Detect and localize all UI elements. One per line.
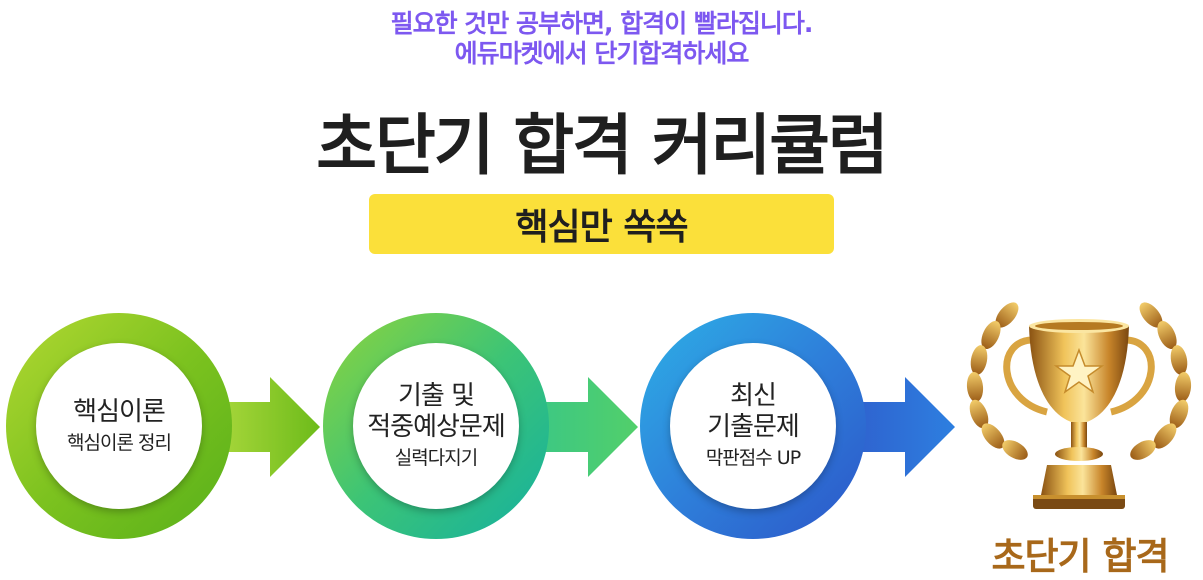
step-1-content: 핵심이론 핵심이론 정리 [36,343,202,509]
arrow-right-icon [857,377,955,477]
result-label: 초단기 합격 [991,535,1169,578]
step-2-title-line-2: 적중예상문제 [367,412,506,442]
step-3-subtitle: 막판점수 UP [705,447,801,469]
step-1-title: 핵심이론 [73,396,166,427]
subtitle-line-1: 필요한 것만 공부하면, 합격이 빨라집니다. [390,9,814,38]
step-1-circle: 핵심이론 핵심이론 정리 [6,313,232,539]
step-3-circle: 최신 기출문제 막판점수 UP [640,313,866,539]
highlight-text: 핵심만 쏙쏙 [515,207,688,248]
trophy-icon [966,302,1192,509]
step-2-circle: 기출 및 적중예상문제 실력다지기 [323,313,549,539]
step-2-title-line-1: 기출 및 [397,381,475,411]
subtitle-line-2: 에듀마켓에서 단기합격하세요 [454,39,750,68]
step-3-content: 최신 기출문제 막판점수 UP [670,343,836,509]
step-2-subtitle: 실력다지기 [394,447,478,469]
step-3-title-line-2: 기출문제 [707,412,800,442]
step-3-title-line-1: 최신 [730,381,777,411]
step-1-subtitle: 핵심이론 정리 [67,431,172,454]
arrow-right-icon [540,377,638,477]
step-2-content: 기출 및 적중예상문제 실력다지기 [353,343,519,509]
page-title: 초단기 합격 커리큘럼 [316,107,888,184]
highlight-banner: 핵심만 쏙쏙 [369,194,834,254]
arrow-right-icon [222,377,320,477]
